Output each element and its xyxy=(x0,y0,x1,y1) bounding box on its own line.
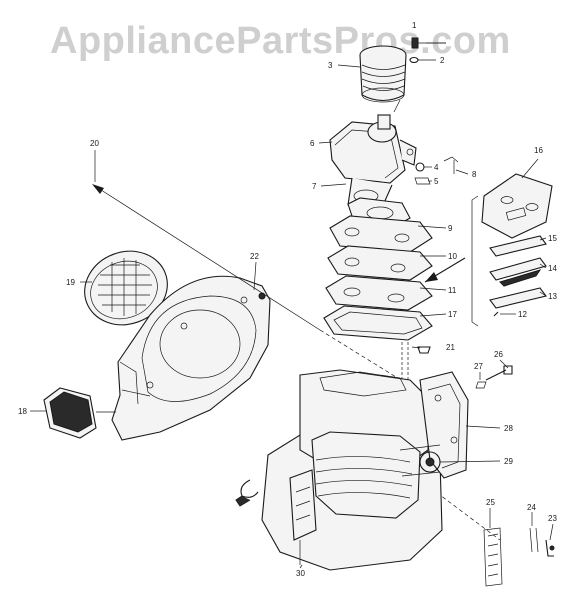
part-label-4: 4 xyxy=(434,163,439,172)
part-label-9: 9 xyxy=(448,224,453,233)
part-label-16: 16 xyxy=(534,146,543,155)
screw-21 xyxy=(417,346,431,354)
part-label-2: 2 xyxy=(440,56,445,65)
part-label-8: 8 xyxy=(472,170,477,179)
engine-crankcase xyxy=(235,369,469,571)
part-label-28: 28 xyxy=(504,424,513,433)
air-filter-element xyxy=(359,45,407,113)
part-label-11: 11 xyxy=(448,286,457,295)
part-label-6: 6 xyxy=(310,139,315,148)
part-label-22: 22 xyxy=(250,252,259,261)
bolt-and-washer xyxy=(475,365,513,389)
reed-valve-detail xyxy=(424,173,553,327)
part-label-29: 29 xyxy=(504,457,513,466)
carburetor-assembly xyxy=(329,114,459,227)
part-label-25: 25 xyxy=(486,498,495,507)
part-label-20: 20 xyxy=(90,139,99,148)
part-label-21: 21 xyxy=(446,343,455,352)
part-label-5: 5 xyxy=(434,177,439,186)
small-hardware xyxy=(483,527,555,587)
part-label-19: 19 xyxy=(66,278,75,287)
part-label-14: 14 xyxy=(548,264,557,273)
part-label-1: 1 xyxy=(412,21,417,30)
part-label-17: 17 xyxy=(448,310,457,319)
part-label-3: 3 xyxy=(328,61,333,70)
leader-lines xyxy=(30,42,554,569)
part-label-15: 15 xyxy=(548,234,557,243)
part-label-30: 30 xyxy=(296,569,305,578)
part-label-13: 13 xyxy=(548,292,557,301)
part-number-labels: 1 2 3 4 5 6 7 8 9 10 11 12 13 14 15 16 1… xyxy=(18,21,557,578)
starter-handle xyxy=(43,387,116,439)
part-label-18: 18 xyxy=(18,407,27,416)
part-label-23: 23 xyxy=(548,514,557,523)
part-label-24: 24 xyxy=(527,503,536,512)
part-label-7: 7 xyxy=(312,182,317,191)
part-label-26: 26 xyxy=(494,350,503,359)
part-label-12: 12 xyxy=(518,310,527,319)
fan-shroud xyxy=(111,275,271,441)
recoil-screen xyxy=(84,250,168,326)
part-label-27: 27 xyxy=(474,362,483,371)
gasket-stack xyxy=(323,215,433,380)
part-label-10: 10 xyxy=(448,252,457,261)
